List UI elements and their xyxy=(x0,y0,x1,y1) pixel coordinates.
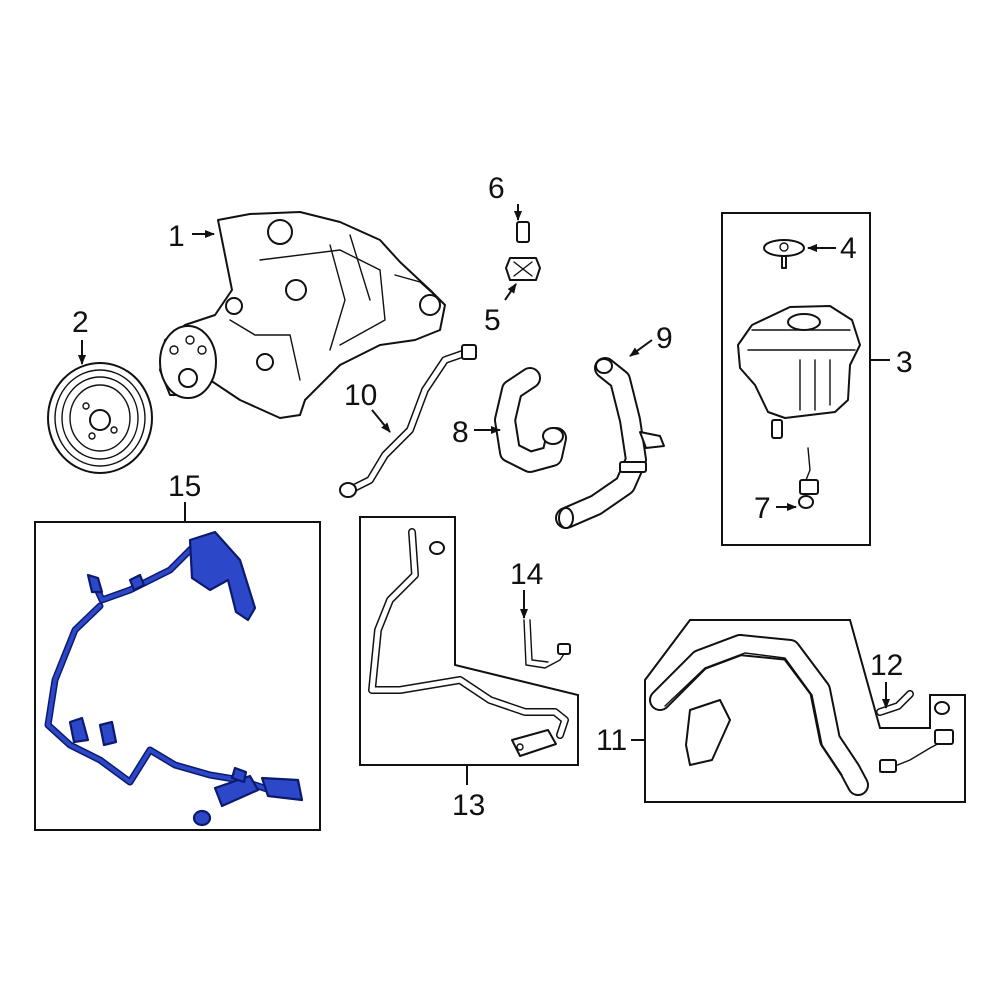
callout-13: 13 xyxy=(452,789,485,822)
callout-4: 4 xyxy=(840,232,857,265)
part-2-pulley[interactable] xyxy=(47,362,153,474)
part-4-cap[interactable] xyxy=(763,239,805,269)
callout-11: 11 xyxy=(596,724,627,757)
part-7-sensor[interactable] xyxy=(798,447,819,509)
part-3-reservoir[interactable] xyxy=(737,305,861,439)
part-8-hose[interactable] xyxy=(494,367,567,473)
part-15-pipe-assembly[interactable] xyxy=(44,530,304,827)
part-6-cap[interactable] xyxy=(516,221,530,243)
part-13-box xyxy=(359,516,579,766)
callout-12: 12 xyxy=(870,649,903,682)
callout-9: 9 xyxy=(656,322,673,355)
part-9-hose[interactable] xyxy=(555,357,665,529)
part-11-box xyxy=(644,619,966,803)
part-12-hose[interactable] xyxy=(876,690,914,716)
callouts: 1 2 3 4 5 6 7 8 9 10 11 12 13 14 15 xyxy=(72,172,913,822)
callout-14: 14 xyxy=(510,558,543,591)
part-1-pump[interactable] xyxy=(159,211,446,419)
part-10-pipe[interactable] xyxy=(339,344,477,498)
callout-3: 3 xyxy=(896,346,913,379)
callout-2: 2 xyxy=(72,306,89,339)
callout-5: 5 xyxy=(484,304,501,337)
callout-7: 7 xyxy=(754,492,771,525)
part-14-line[interactable] xyxy=(523,619,571,669)
callout-1: 1 xyxy=(168,220,185,253)
reservoir-box xyxy=(721,212,871,546)
part-5-connector[interactable] xyxy=(505,257,541,281)
leader-lines xyxy=(78,204,890,785)
callout-10: 10 xyxy=(344,379,377,412)
callout-8: 8 xyxy=(452,416,469,449)
part-11-hose-assembly[interactable] xyxy=(649,634,954,796)
part-15-box xyxy=(34,521,321,831)
part-13-line[interactable] xyxy=(368,528,569,757)
callout-6: 6 xyxy=(488,172,505,205)
callout-15: 15 xyxy=(168,470,201,503)
